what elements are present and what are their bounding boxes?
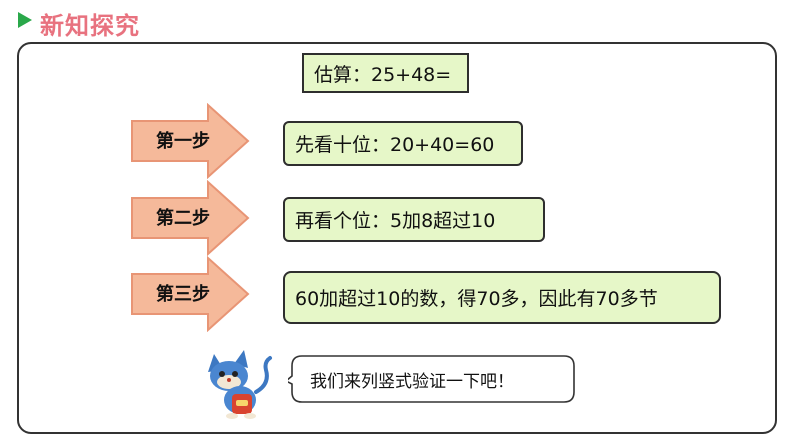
speech-bubble-shape: [288, 355, 575, 403]
estimate-box: 估算：25+48=: [302, 53, 469, 93]
step-arrow-1: 第一步: [130, 103, 250, 179]
section-title: 新知探究: [40, 12, 140, 40]
step-label-2: 第二步: [156, 208, 210, 229]
speech-text: 我们来列竖式验证一下吧！: [310, 372, 514, 392]
arrow-shape-icon: [131, 180, 250, 256]
step-text-2: 再看个位：5加8超过10: [283, 197, 545, 242]
step-text-1: 先看十位：20+40=60: [283, 121, 523, 166]
play-triangle-icon: [18, 12, 32, 28]
arrow-shape-icon: [131, 256, 250, 332]
step-label-1: 第一步: [156, 131, 210, 152]
step-arrow-2: 第二步: [130, 180, 250, 256]
step-arrow-3: 第三步: [130, 256, 250, 332]
step-text-3: 60加超过10的数，得70多，因此有70多节: [283, 271, 721, 324]
cat-mascot-icon: [204, 344, 276, 420]
section-header: 新知探究: [0, 0, 794, 40]
step-label-3: 第三步: [156, 284, 210, 305]
speech-bubble: 我们来列竖式验证一下吧！: [288, 354, 578, 404]
arrow-shape-icon: [131, 103, 250, 179]
